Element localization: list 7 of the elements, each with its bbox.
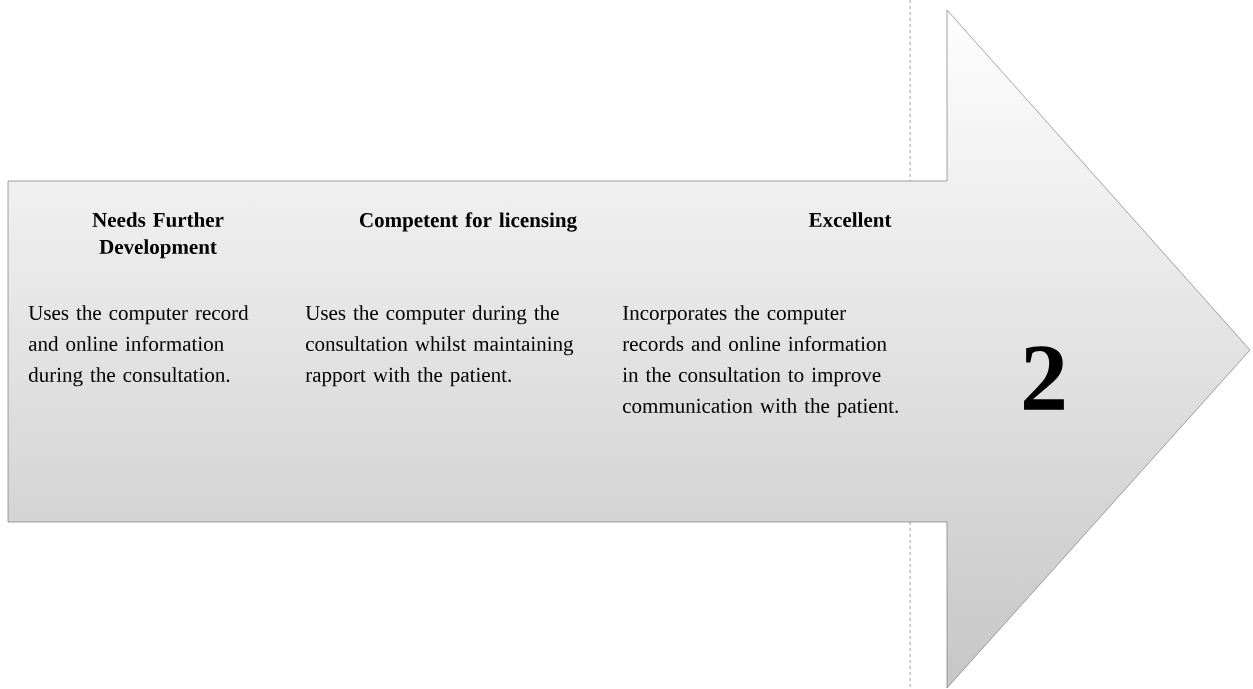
level-number: 2: [1024, 346, 1064, 410]
description-text: Uses the computer during the consultation whilst maintaining rapport with the patient.: [305, 305, 574, 387]
column-heading: Competent for licensing: [359, 212, 577, 232]
description-text: Incorporates the computer records and online information in the consultation to improve communication with the patient.: [622, 305, 898, 418]
column-heading: Needs Further Development: [92, 212, 224, 259]
description-text: Uses the computer record and online information during the consultation.: [28, 305, 249, 387]
column-heading: Excellent: [808, 212, 892, 227]
